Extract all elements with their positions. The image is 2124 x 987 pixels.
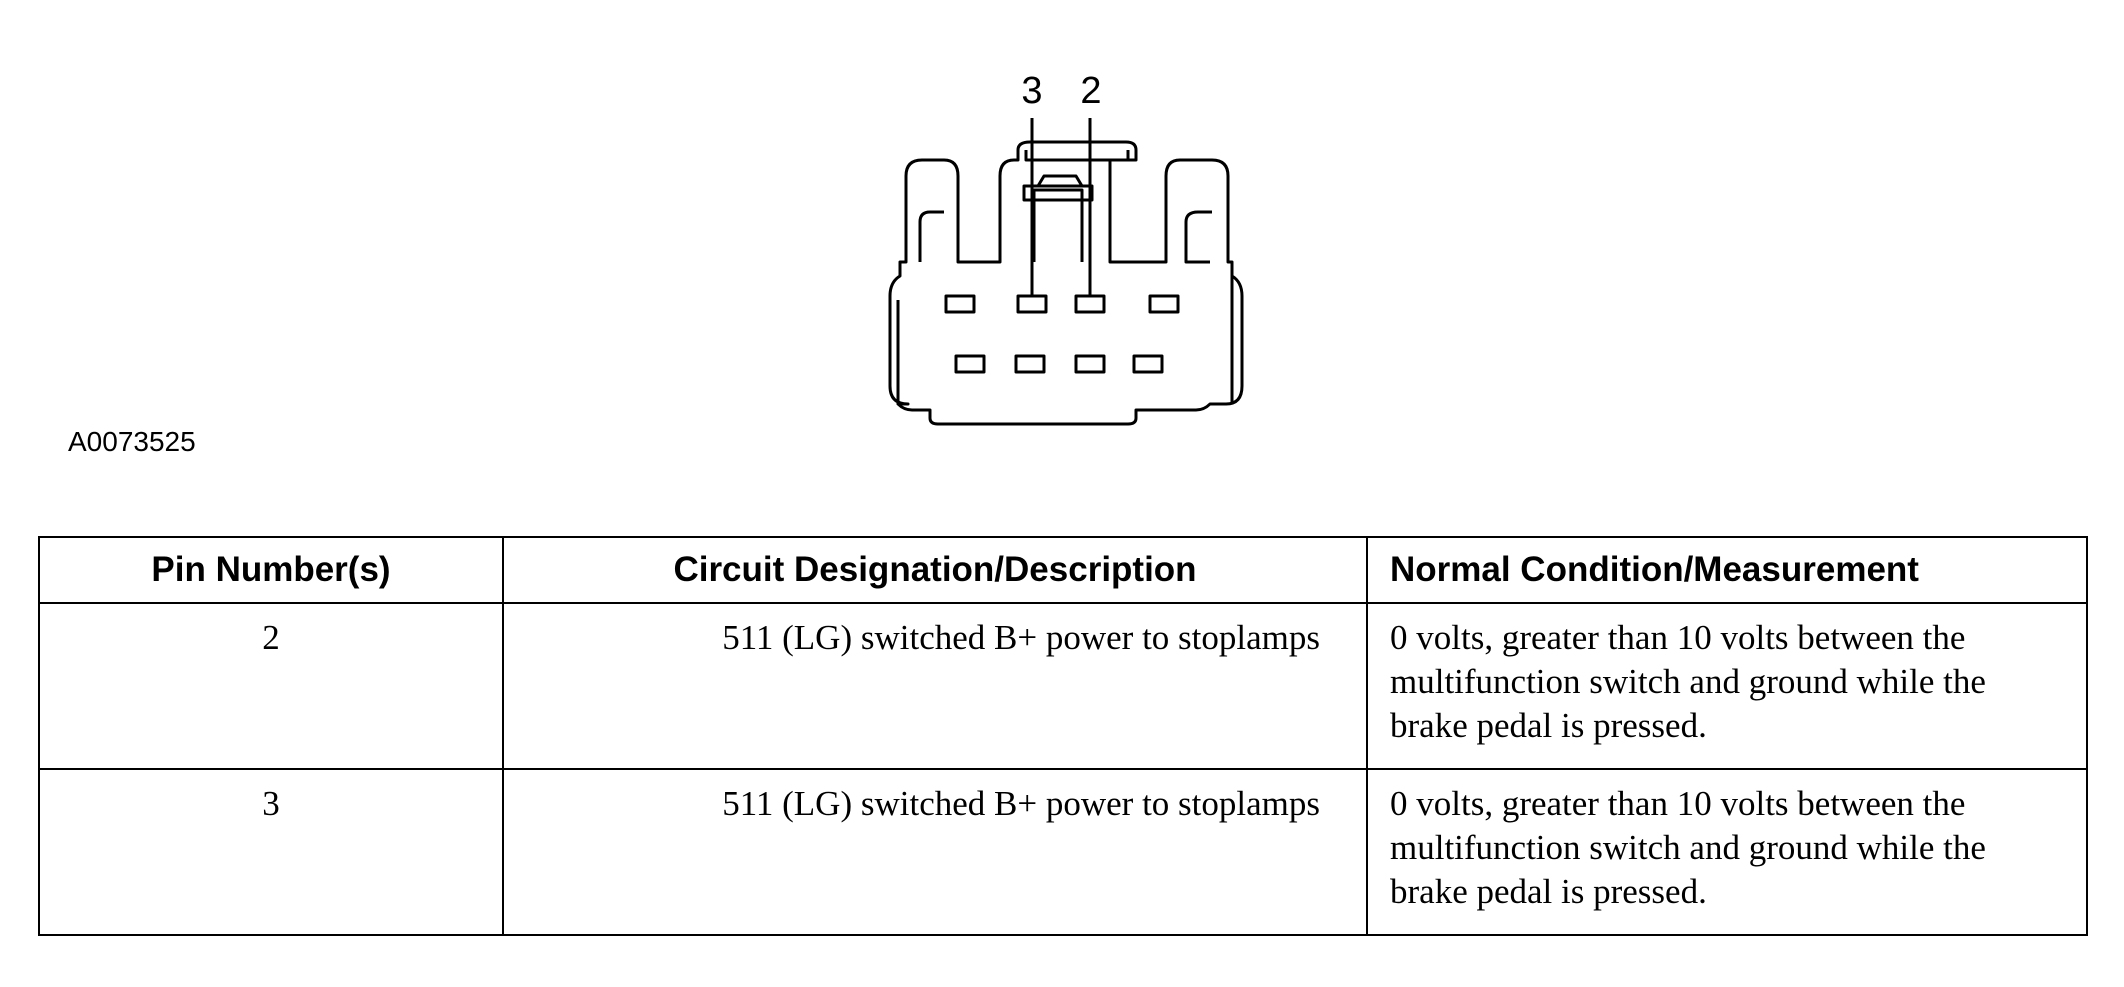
pin-slot (1014, 354, 1046, 374)
connector-diagram: 3 2 (888, 70, 1244, 426)
cell-pin: 3 (38, 768, 504, 936)
cell-circuit: 511 (LG) switched B+ power to stoplamps (502, 768, 1368, 936)
table-header-row: Pin Number(s) Circuit Designation/Descri… (38, 536, 2088, 604)
header-circuit: Circuit Designation/Description (502, 536, 1368, 604)
pin-slot (954, 354, 986, 374)
pin-table: Pin Number(s) Circuit Designation/Descri… (38, 536, 2088, 936)
pin-slot (1074, 294, 1106, 314)
cell-circuit: 511 (LG) switched B+ power to stoplamps (502, 602, 1368, 770)
cell-pin: 2 (38, 602, 504, 770)
cell-measurement: 0 volts, greater than 10 volts between t… (1366, 768, 2088, 936)
table-row: 2 511 (LG) switched B+ power to stoplamp… (38, 602, 2088, 770)
pin-slot (944, 294, 976, 314)
connector-outline (888, 140, 1244, 426)
figure-id: A0073525 (68, 426, 196, 457)
table-row: 3 511 (LG) switched B+ power to stoplamp… (38, 768, 2088, 936)
header-measurement: Normal Condition/Measurement (1366, 536, 2088, 604)
pin-slot (1148, 294, 1180, 314)
callout-pin-3: 3 (1021, 70, 1042, 112)
pin-slot (1074, 354, 1106, 374)
pin-slot (1132, 354, 1164, 374)
header-pin-numbers: Pin Number(s) (38, 536, 504, 604)
pin-slot (1016, 294, 1048, 314)
cell-measurement: 0 volts, greater than 10 volts between t… (1366, 602, 2088, 770)
callout-pin-2: 2 (1080, 70, 1101, 112)
